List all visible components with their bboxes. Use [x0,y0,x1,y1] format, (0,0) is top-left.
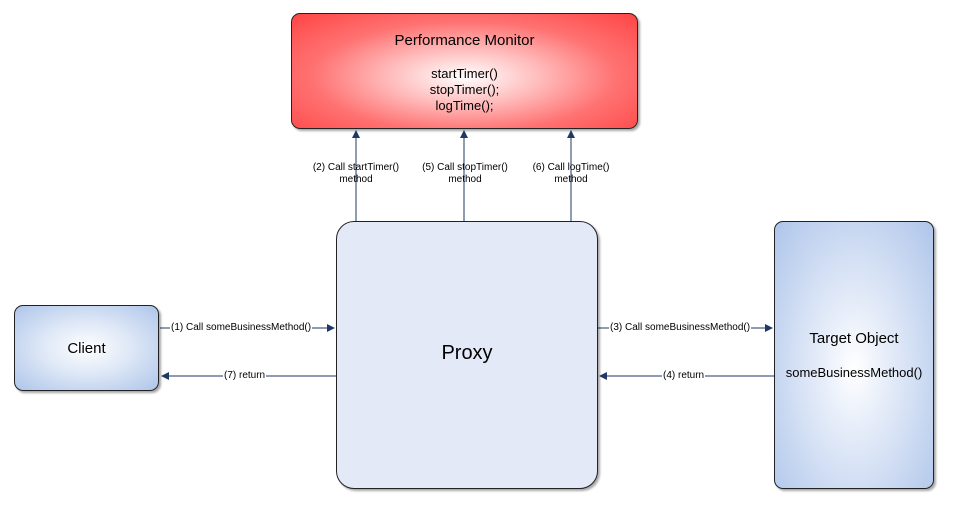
proxy-title: Proxy [441,342,493,364]
performance-monitor-title: Performance Monitor [394,32,535,49]
performance-monitor-methods: startTimer() stopTimer(); logTime(); [292,66,637,114]
edge-6-label-line2: method [554,174,588,185]
performance-monitor-node: Performance Monitor startTimer() stopTim… [291,13,638,129]
target-object-node: Target Object someBusinessMethod() [774,221,934,489]
edge-5-label: (5) Call stopTimer() method [405,162,525,186]
edge-1-label: (1) Call someBusinessMethod() [170,322,313,334]
edge-5-label-line2: method [448,174,482,185]
edge-2-label-line1: (2) Call startTimer() [312,162,400,173]
client-node: Client [14,305,159,391]
edge-5-label-line1: (5) Call stopTimer() [422,162,508,173]
edge-2-label-line2: method [339,174,373,185]
edge-2-label: (2) Call startTimer() method [296,162,416,186]
proxy-node: Proxy [336,221,598,489]
target-object-title: Target Object [809,330,899,347]
method-stop-timer: stopTimer(); [429,82,500,97]
method-log-time: logTime(); [435,98,494,113]
edge-4-label: (4) return [662,370,706,382]
edge-6-label: (6) Call logTime() method [511,162,631,186]
client-title: Client [67,340,106,357]
edge-3-label: (3) Call someBusinessMethod() [609,322,752,334]
target-object-method: someBusinessMethod() [785,365,923,380]
edge-7-label: (7) return [223,370,267,382]
method-start-timer: startTimer() [431,66,498,81]
edge-6-label-line1: (6) Call logTime() [532,162,610,173]
